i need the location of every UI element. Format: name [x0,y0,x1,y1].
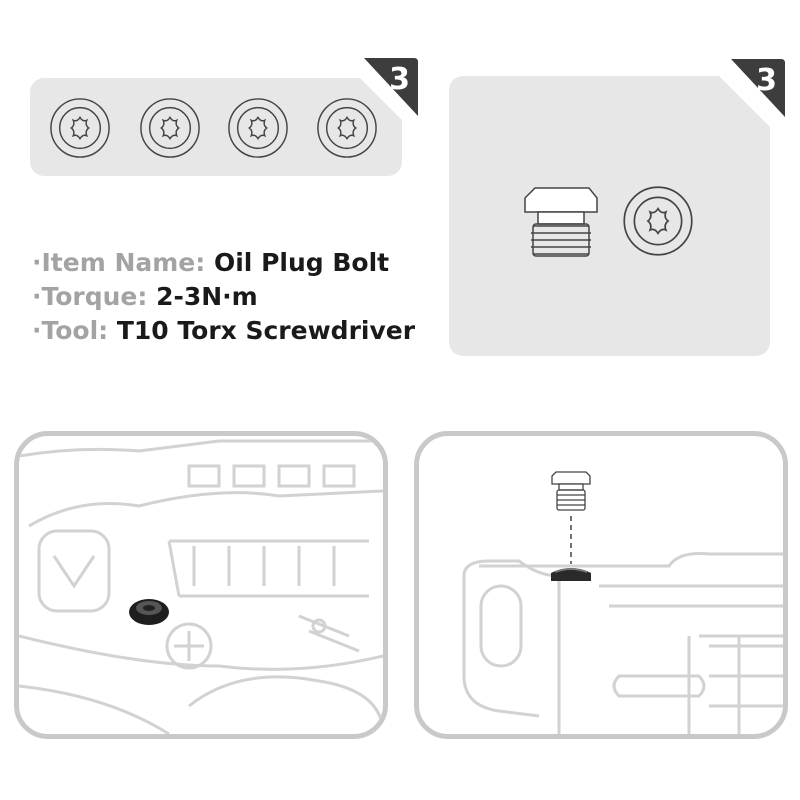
torx-screw-head-icon [140,98,200,158]
spec-tool: ·Tool: T10 Torx Screwdriver [32,316,416,345]
torx-screw-head-icon [50,98,110,158]
bolt-illustration [524,186,693,257]
bolt-panel [449,76,770,356]
oil-hole-icon [551,568,591,581]
bolt-install-illustration [414,431,788,739]
quantity-badge: 3 [727,59,785,119]
bolt-location-illustration [14,431,388,739]
spec-list: ·Item Name: Oil Plug Bolt ·Torque: 2-3N·… [32,246,415,348]
quantity-badge-text: 3 [756,63,777,98]
oil-plug-bolt-icon [551,471,591,511]
oil-plug-bolt-side-icon [524,187,598,257]
torx-screw-head-icon [228,98,288,158]
screw-heads-illustration [50,98,377,158]
screw-heads-panel [30,78,402,176]
spec-torque: ·Torque: 2-3N·m [32,282,258,311]
torx-screw-head-icon [623,186,693,256]
oil-plug-bolt-installed-icon [129,599,169,625]
quantity-badge: 3 [360,58,418,118]
spec-item-name: ·Item Name: Oil Plug Bolt [32,248,390,277]
quantity-badge-text: 3 [389,62,410,97]
